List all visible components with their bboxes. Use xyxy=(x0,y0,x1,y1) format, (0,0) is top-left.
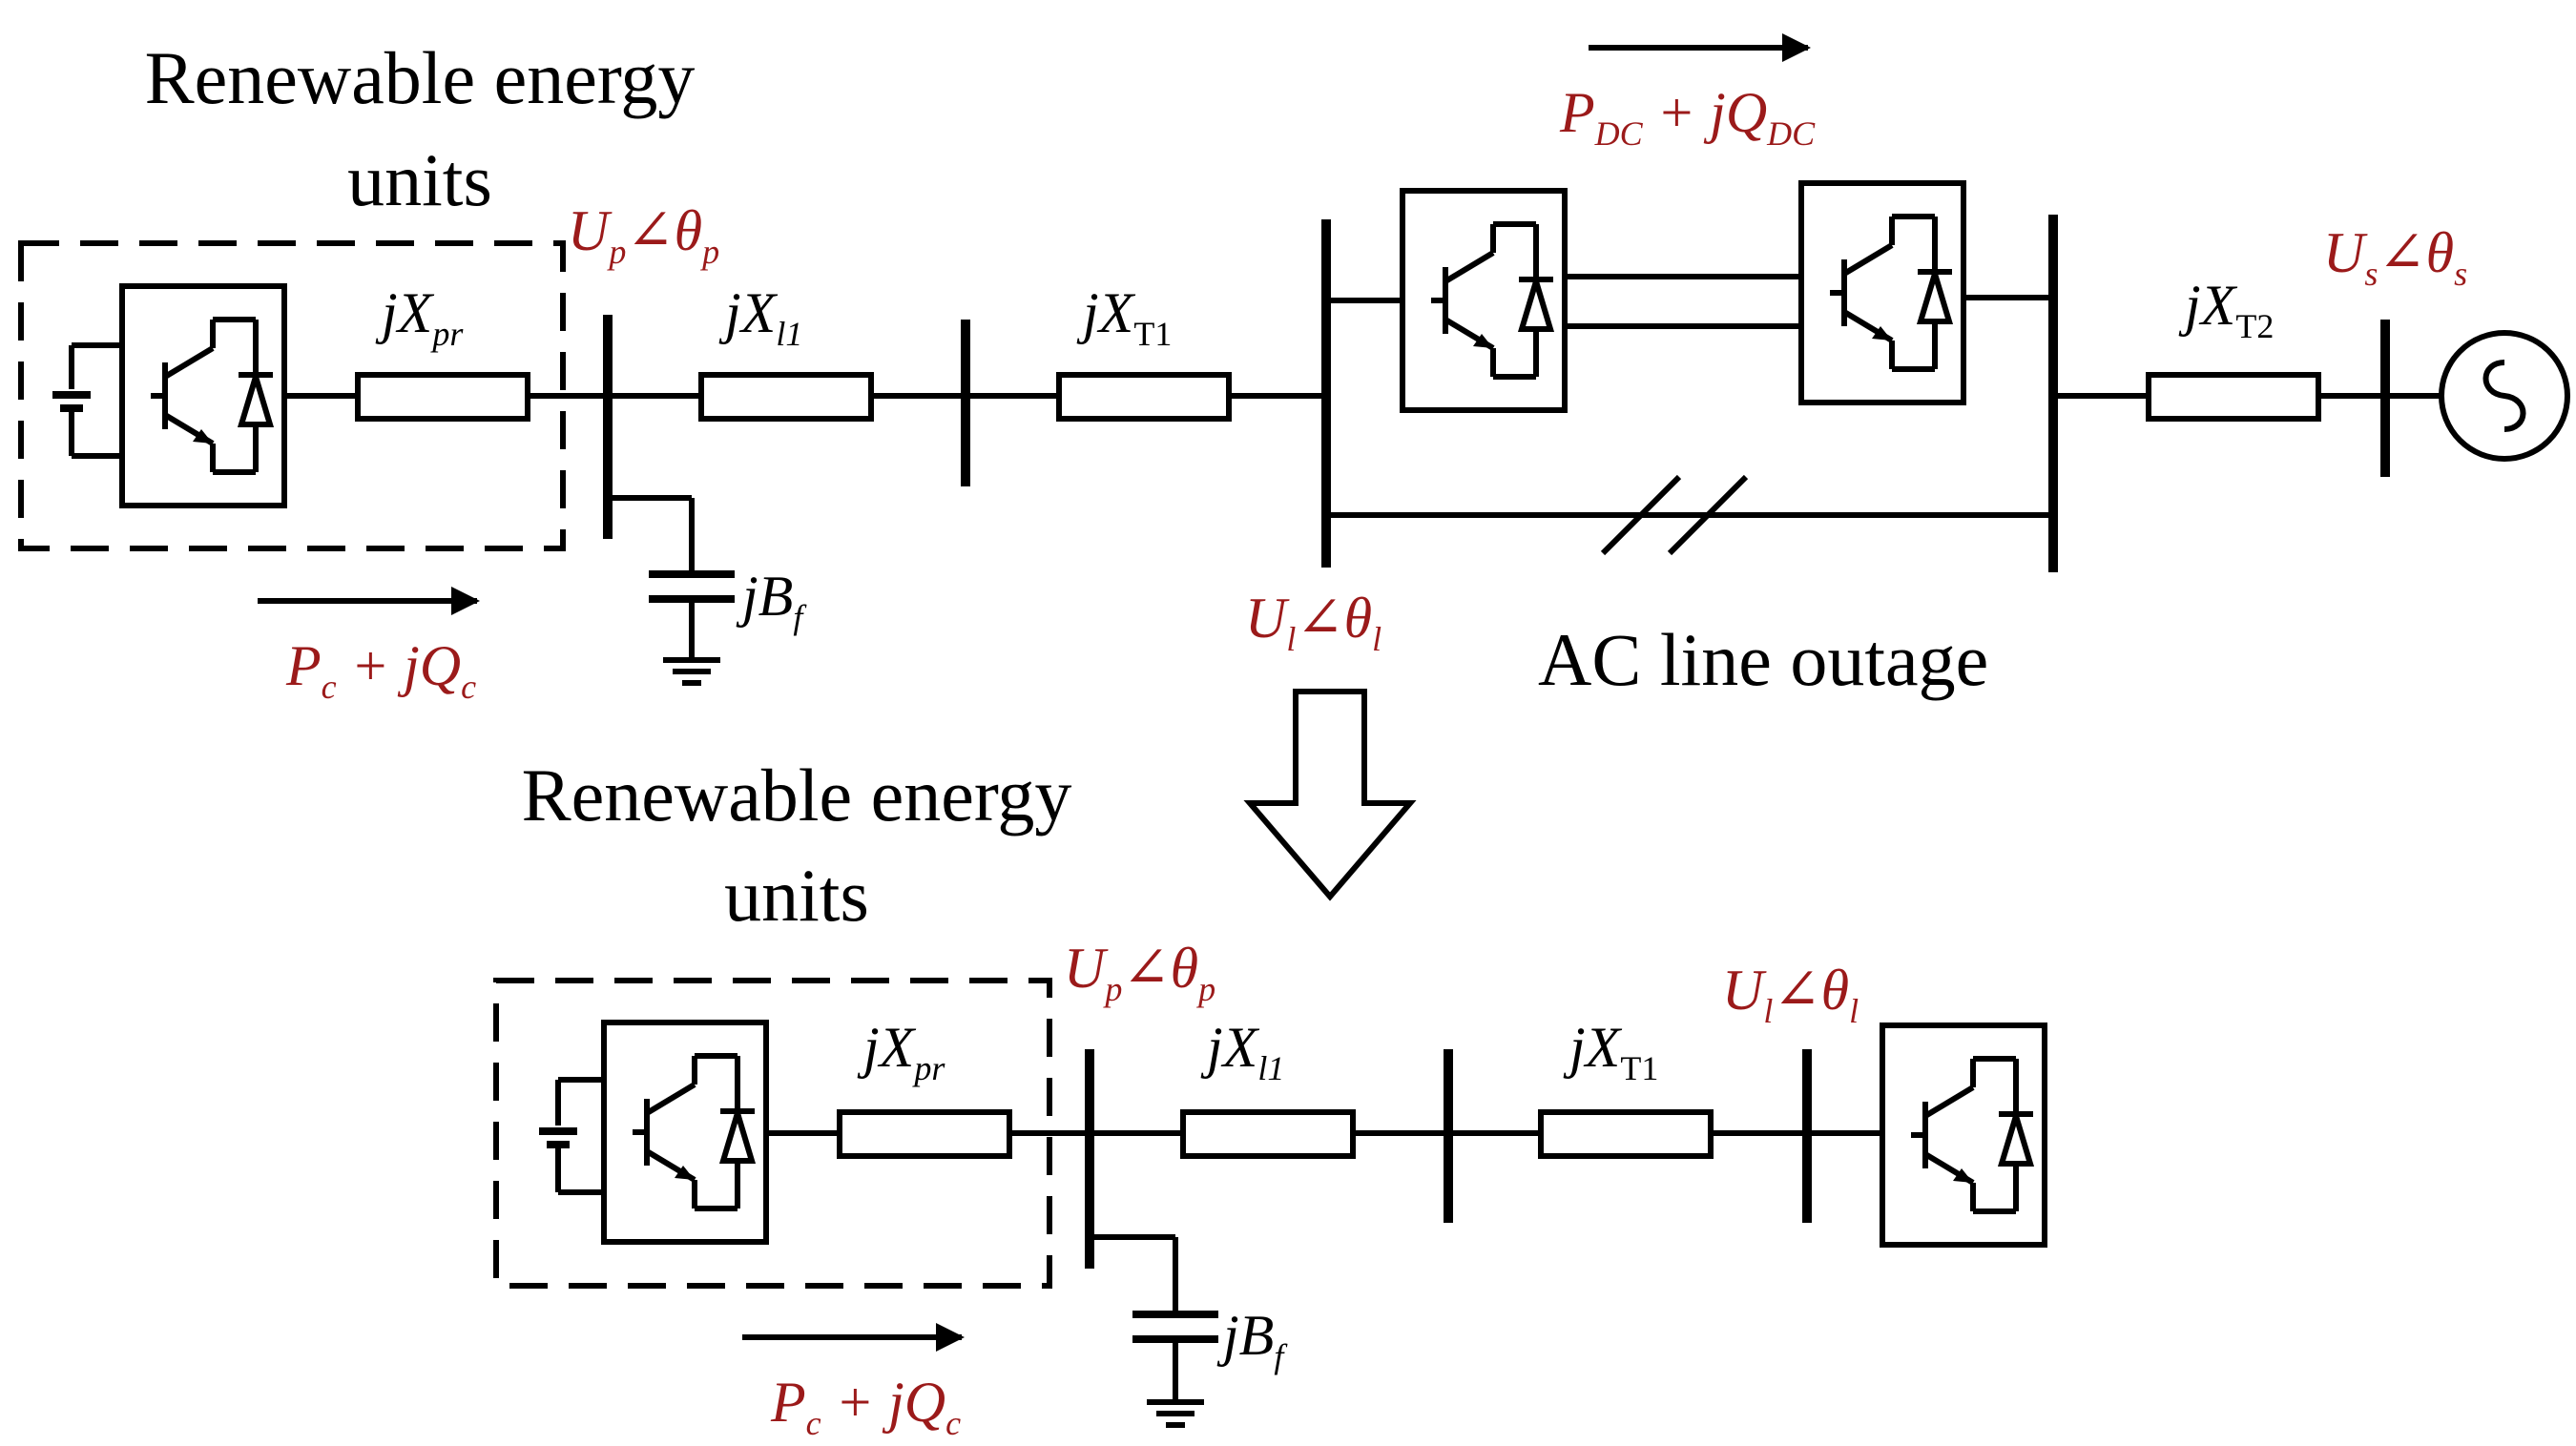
top-renewable-dashed-box xyxy=(18,240,566,551)
transition-down-arrow-icon xyxy=(1243,689,1417,901)
bottom-xpr-label: jXpr xyxy=(857,1016,945,1087)
bottom-up-label: Up∠θp xyxy=(1064,937,1215,1008)
top-xt2-impedance xyxy=(2146,372,2321,422)
top-ul-label: Ul∠θl xyxy=(1245,587,1381,658)
top-xt1-label: jXT1 xyxy=(1076,281,1172,353)
top-up-label: Up∠θp xyxy=(568,199,719,271)
bottom-title-line1: Renewable energy xyxy=(522,754,1072,837)
top-us-label: Us∠θs xyxy=(2323,221,2467,293)
bottom-hvdc-converter-icon xyxy=(1882,1025,2045,1245)
bottom-ul-label: Ul∠θl xyxy=(1722,959,1859,1030)
top-xl1-impedance xyxy=(698,372,874,422)
top-bf-label: jBf xyxy=(736,565,807,636)
bottom-xl1-impedance xyxy=(1180,1109,1356,1159)
top-title-line2: units xyxy=(347,138,492,221)
top-title-line1: Renewable energy xyxy=(145,36,696,119)
top-xpr-label: jXpr xyxy=(375,281,464,353)
top-xt2-label: jXT2 xyxy=(2178,274,2274,345)
top-xl1-label: jXl1 xyxy=(718,281,802,353)
bottom-shunt-capacitor-icon xyxy=(1090,1234,1218,1428)
top-converter-icon xyxy=(122,286,284,506)
top-xpr-impedance xyxy=(355,372,530,422)
top-pdc-label: PDC + jQDC xyxy=(1559,81,1816,153)
bottom-bf-label: jBf xyxy=(1216,1304,1288,1375)
bottom-renewable-dashed-box xyxy=(493,978,1052,1289)
top-xt1-impedance xyxy=(1056,372,1232,422)
top-diagram: Renewable energy units xyxy=(18,33,2570,706)
top-pc-label: Pc + jQc xyxy=(285,634,476,706)
bottom-xl1-label: jXl1 xyxy=(1200,1016,1284,1087)
bottom-xt1-impedance xyxy=(1538,1109,1714,1159)
bottom-title-line2: units xyxy=(724,854,869,937)
bottom-converter-icon xyxy=(604,1023,766,1242)
top-hvdc-rectifier-icon xyxy=(1402,191,1565,410)
bottom-pc-label: Pc + jQc xyxy=(770,1371,961,1442)
bottom-xt1-label: jXT1 xyxy=(1563,1016,1658,1087)
top-hvdc-inverter-icon xyxy=(1801,183,1963,403)
top-dc-source-icon xyxy=(52,342,124,459)
top-shunt-capacitor-icon xyxy=(608,495,735,686)
bottom-dc-source-icon xyxy=(539,1077,606,1195)
bottom-diagram: Renewable energy units xyxy=(493,754,2045,1442)
top-ac-source-icon xyxy=(2439,330,2570,462)
top-outage-label: AC line outage xyxy=(1538,618,1988,701)
bottom-xpr-impedance xyxy=(837,1109,1012,1159)
